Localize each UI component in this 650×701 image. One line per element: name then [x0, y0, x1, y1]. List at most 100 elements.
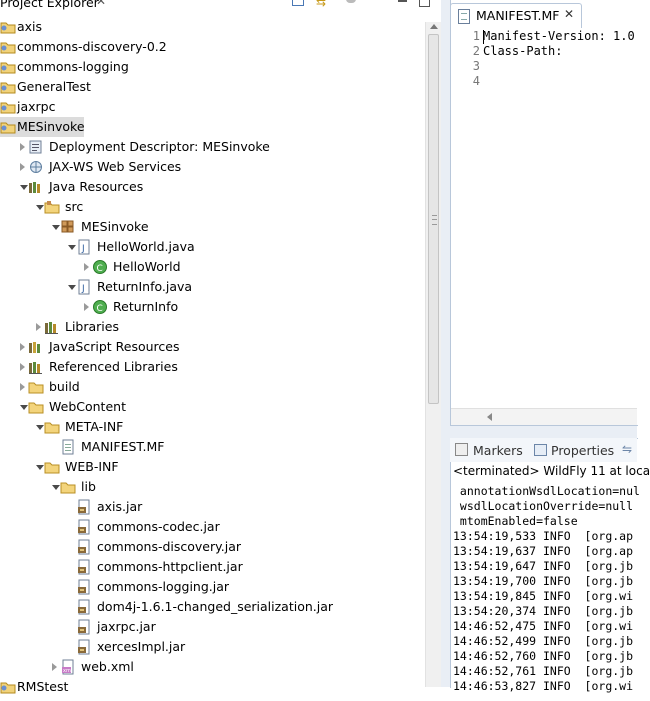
tree-item[interactable]: MESinvoke [0, 117, 85, 137]
tree-item[interactable]: axis.jar [0, 497, 420, 517]
project-icon [0, 99, 16, 115]
expand-closed-icon[interactable] [20, 343, 25, 351]
project-icon [0, 19, 16, 35]
tree-item-label: ReturnInfo.java [97, 279, 193, 294]
console-tabbar: Markers Properties ⇋ [450, 438, 637, 462]
code-line[interactable]: Manifest-Version: 1.0 [483, 29, 635, 43]
servers-icon[interactable]: ⇋ [622, 442, 633, 456]
expand-open-icon[interactable] [36, 205, 44, 210]
project-icon [0, 679, 16, 695]
expand-closed-icon[interactable] [36, 323, 41, 331]
code-line[interactable]: Class-Path: [483, 44, 563, 58]
tree-item[interactable]: axis [0, 17, 420, 37]
tree-item[interactable]: xercesImpl.jar [0, 637, 420, 657]
tree-item[interactable]: Referenced Libraries [0, 357, 420, 377]
line-number: 4 [472, 74, 480, 88]
expand-closed-icon[interactable] [20, 143, 25, 151]
editor-tab-label: MANIFEST.MF [476, 8, 560, 23]
java-file-icon: J [76, 279, 92, 295]
tree-item[interactable]: GeneralTest [0, 77, 420, 97]
web-services-icon [28, 159, 44, 175]
tree-item[interactable]: lib [0, 477, 420, 497]
tree-item-label: Libraries [65, 319, 119, 334]
expand-closed-icon[interactable] [20, 163, 25, 171]
tree-item[interactable]: dom4j-1.6.1-changed_serialization.jar [0, 597, 420, 617]
tree-item[interactable]: jaxrpc.jar [0, 617, 420, 637]
expand-open-icon[interactable] [52, 485, 60, 490]
tree-item[interactable]: src [0, 197, 420, 217]
view-menu-icon[interactable] [346, 0, 356, 3]
scroll-up-icon[interactable] [430, 24, 438, 29]
maximize-icon[interactable] [419, 0, 430, 7]
tree-item[interactable]: Java Resources [0, 177, 420, 197]
close-icon[interactable]: ✕ [564, 7, 575, 21]
tab-properties[interactable]: Properties [551, 443, 615, 458]
expand-open-icon[interactable] [68, 285, 76, 290]
tree-item[interactable]: Libraries [0, 317, 420, 337]
tree-item[interactable]: commons-httpclient.jar [0, 557, 420, 577]
scroll-left-icon[interactable] [487, 413, 492, 421]
tree-item[interactable]: build [0, 377, 420, 397]
expand-open-icon[interactable] [52, 225, 60, 230]
vertical-scrollbar[interactable] [425, 22, 442, 687]
horizontal-scrollbar[interactable] [451, 408, 637, 425]
project-icon [0, 39, 16, 55]
tree-item[interactable]: JavaScript Resources [0, 337, 420, 357]
tree-item[interactable]: commons-codec.jar [0, 517, 420, 537]
editor-panel[interactable] [450, 0, 638, 426]
tree-item[interactable]: Deployment Descriptor: MESinvoke [0, 137, 420, 157]
console-line: 13:54:20,374 INFO [org.jb [453, 604, 634, 618]
tree-item[interactable]: JAX-WS Web Services [0, 157, 420, 177]
tree-item[interactable]: commons-logging.jar [0, 577, 420, 597]
project-explorer-tabbar [0, 0, 441, 13]
file-icon [60, 439, 76, 455]
close-icon[interactable]: ✕ [96, 0, 107, 8]
tree-item[interactable]: commons-logging [0, 57, 420, 77]
expand-closed-icon[interactable] [20, 383, 25, 391]
tree-item[interactable]: J ReturnInfo.java [0, 277, 420, 297]
editor-tab-manifest[interactable]: MANIFEST.MF ✕ [450, 3, 582, 28]
expand-closed-icon[interactable] [20, 363, 25, 371]
link-with-editor-icon[interactable]: ⇆ [316, 0, 327, 9]
tree-item-label: commons-logging.jar [97, 579, 230, 594]
jar-icon [76, 539, 92, 555]
expand-closed-icon[interactable] [84, 263, 89, 271]
tree-item[interactable]: commons-discovery-0.2 [0, 37, 420, 57]
console-line: 14:46:53,827 INFO [org.wi [453, 679, 634, 693]
tree-item[interactable]: commons-discovery.jar [0, 537, 420, 557]
console-line: 13:54:19,845 INFO [org.wi [453, 589, 634, 603]
console-panel[interactable] [450, 438, 638, 688]
expand-open-icon[interactable] [36, 425, 44, 430]
tree-item-label: build [49, 379, 80, 394]
tree-item[interactable]: jaxrpc [0, 97, 420, 117]
expand-open-icon[interactable] [20, 185, 28, 190]
tree-item[interactable]: RMStest [0, 677, 420, 697]
project-explorer-title[interactable]: Project Explorer [0, 0, 99, 10]
tree-item-label: JavaScript Resources [49, 339, 180, 354]
properties-icon [534, 444, 547, 456]
minimize-icon[interactable] [398, 0, 407, 2]
file-icon [458, 9, 470, 24]
expand-closed-icon[interactable] [52, 663, 57, 671]
expand-open-icon[interactable] [36, 465, 44, 470]
tab-markers[interactable]: Markers [473, 443, 523, 458]
expand-closed-icon[interactable] [84, 303, 89, 311]
tree-item[interactable]: WebContent [0, 397, 420, 417]
collapse-all-icon[interactable] [292, 0, 304, 6]
expand-open-icon[interactable] [20, 405, 28, 410]
scrollbar-thumb[interactable] [428, 34, 439, 404]
java-class-icon: C [92, 299, 108, 315]
expand-open-icon[interactable] [68, 245, 76, 250]
line-number: 1 [472, 29, 480, 43]
tree-item[interactable]: MESinvoke [0, 217, 420, 237]
tree-item[interactable]: WEB-INF [0, 457, 420, 477]
svg-text:C: C [97, 304, 103, 314]
grip-icon [432, 215, 437, 225]
folder-icon [28, 379, 44, 395]
tree-item[interactable]: META-INF [0, 417, 420, 437]
tree-item[interactable]: MANIFEST.MF [0, 437, 420, 457]
